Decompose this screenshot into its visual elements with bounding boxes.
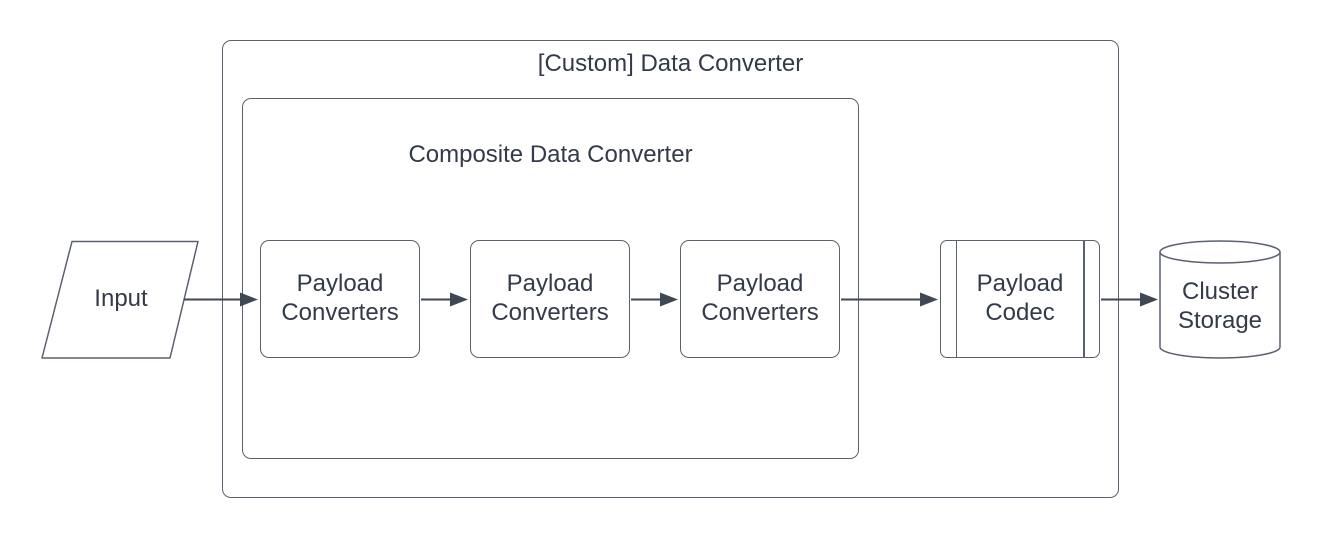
custom-data-converter-container: [Custom] Data Converter: [222, 40, 1119, 498]
payload-converters-label: Payload Converters: [281, 270, 399, 326]
payload-codec-node: Payload Codec: [940, 240, 1100, 358]
payload-converters-node-1: Payload Converters: [260, 240, 420, 358]
cluster-storage-label-text: Cluster Storage: [1177, 278, 1263, 334]
input-label-text: Input: [94, 285, 148, 313]
arrowhead-icon: [1140, 292, 1158, 307]
composite-data-converter-container: Composite Data Converter: [242, 98, 859, 459]
codec-left-bar: [955, 241, 957, 357]
cluster-storage-label: Cluster Storage: [1160, 256, 1280, 358]
payload-converters-node-2: Payload Converters: [470, 240, 630, 358]
custom-data-converter-title: [Custom] Data Converter: [537, 50, 804, 77]
payload-converters-node-3: Payload Converters: [680, 240, 840, 358]
composite-data-converter-title: Composite Data Converter: [408, 141, 693, 168]
payload-converters-label: Payload Converters: [491, 270, 609, 326]
payload-codec-label: Payload Codec: [976, 270, 1064, 326]
codec-right-bar: [1083, 241, 1085, 357]
input-label: Input: [42, 241, 200, 358]
payload-converters-label: Payload Converters: [701, 270, 819, 326]
